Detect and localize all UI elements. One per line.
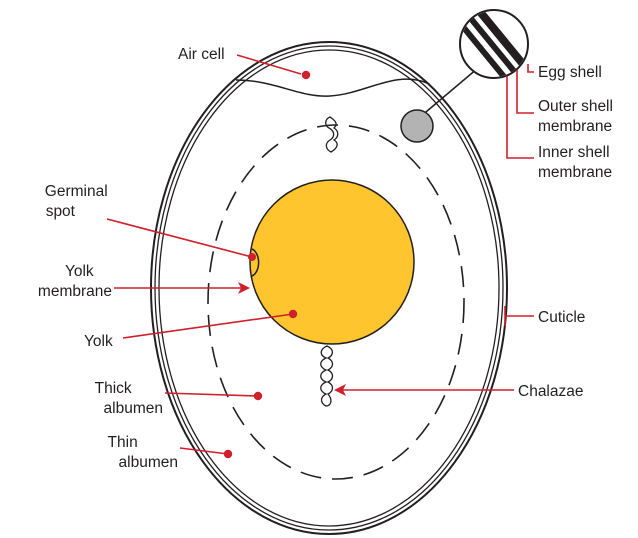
thick-albumen-leader [165,393,256,396]
label-thin-albumen-line2: albumen [119,454,178,471]
germinal-spot-dot [248,253,256,261]
label-outer-shell-membrane-line2: membrane [538,118,612,135]
air-cell-leader [237,55,301,74]
label-air-cell: Air cell [178,46,225,63]
yolk [250,180,414,344]
label-cuticle: Cuticle [538,309,585,326]
label-thick-albumen-line1: Thick [95,380,132,397]
label-yolk-membrane-line2: membrane [38,283,112,300]
label-germinal-spot-line1: Germinal [45,183,108,200]
zoom-small-circle [401,110,433,142]
chalaza-bottom [321,346,333,406]
zoom-connector-line [420,68,478,117]
label-thin-albumen-line1: Thin [108,434,138,451]
label-egg-shell: Egg shell [538,64,602,81]
label-germinal-spot-line2: spot [46,203,76,220]
thick-albumen-dot [254,392,262,400]
label-inner-shell-membrane-line1: Inner shell [538,144,610,161]
label-inner-shell-membrane-line2: membrane [538,164,612,181]
label-yolk: Yolk [84,333,113,350]
air-cell-dot [302,71,310,79]
outer-shell-membrane-leader [517,70,534,113]
thin-albumen-dot [224,450,232,458]
shell-zoom-callout [401,2,536,142]
label-outer-shell-membrane-line1: Outer shell [538,98,613,115]
egg-shell-leader [528,64,534,72]
label-thick-albumen-line2: albumen [104,400,163,417]
label-yolk-membrane: Yolk membrane [38,263,112,300]
label-thin-albumen: Thin albumen [108,434,178,471]
label-outer-shell-membrane: Outer shell membrane [538,98,617,135]
label-yolk-membrane-line1: Yolk [65,263,94,280]
chalaza-top [326,117,338,152]
inner-shell-membrane-leader [507,76,534,158]
air-cell-membrane [236,79,427,96]
germinal-spot-leader [107,219,252,257]
label-germinal-spot: Germinal spot [45,183,112,220]
label-inner-shell-membrane: Inner shell membrane [538,144,614,181]
label-chalazae: Chalazae [518,383,584,400]
label-thick-albumen: Thick albumen [95,380,163,417]
yolk-dot [289,310,297,318]
